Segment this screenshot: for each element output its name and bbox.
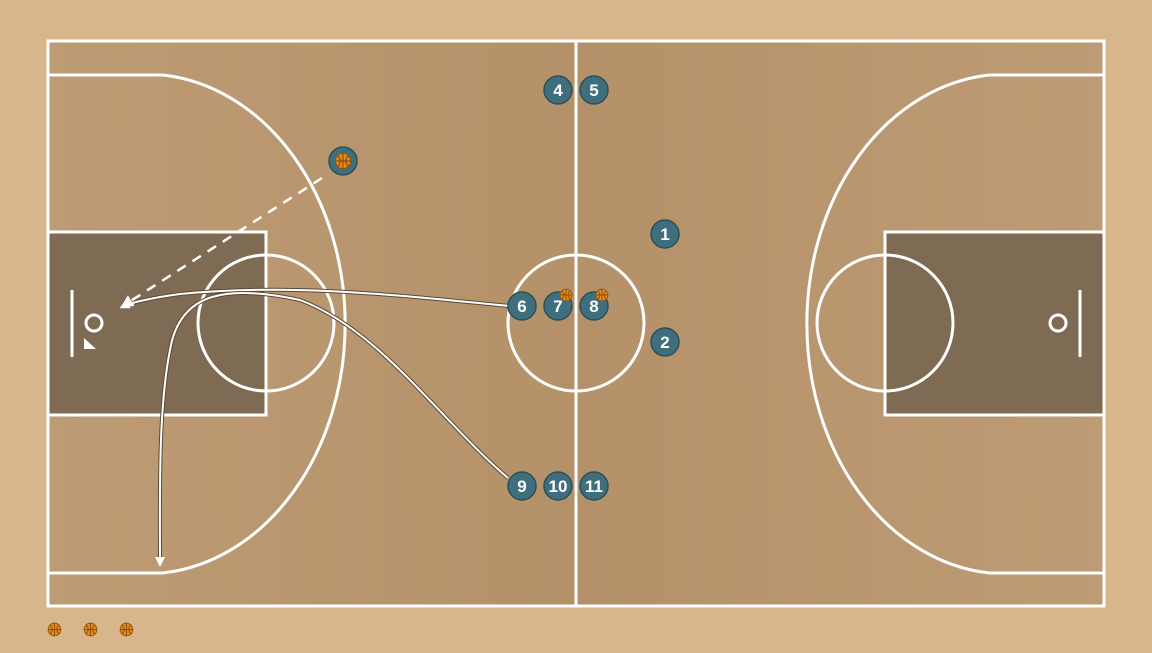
player-number: 9: [517, 477, 526, 496]
player-number: 10: [549, 477, 568, 496]
movement-paths: [119, 176, 511, 567]
player-number: 7: [553, 297, 562, 316]
basketball-icon: [334, 152, 352, 170]
player-10[interactable]: 10: [543, 471, 573, 501]
tray-basketball-icon[interactable]: [47, 622, 62, 637]
player-11[interactable]: 11: [579, 471, 609, 501]
left-key-paint: [48, 232, 266, 415]
player-number: 5: [589, 81, 598, 100]
player-marker: [543, 75, 573, 105]
player-ball-handler[interactable]: [328, 146, 358, 176]
basketball-icon: [559, 288, 573, 302]
player-7[interactable]: 7: [543, 288, 573, 321]
player-marker: [543, 471, 573, 501]
player-number: 11: [585, 477, 603, 496]
basketball-icon: [595, 288, 609, 302]
right-key-lines: [883, 230, 1106, 417]
player-marker: [507, 291, 537, 321]
player-6[interactable]: 6: [507, 291, 537, 321]
player-marker: [579, 75, 609, 105]
player-8[interactable]: 8: [579, 288, 609, 321]
player-number: 4: [553, 81, 563, 100]
player-marker: [579, 471, 609, 501]
tray-basketball-icon[interactable]: [83, 622, 98, 637]
tray-basketball-icon[interactable]: [119, 622, 134, 637]
player-number: 2: [660, 333, 669, 352]
right-free-throw-circle: [815, 253, 955, 393]
player-4[interactable]: 4: [543, 75, 573, 105]
right-rim: [1048, 313, 1068, 333]
right-three-point-line: [805, 73, 1104, 575]
player-5[interactable]: 5: [579, 75, 609, 105]
left-key-lines: [46, 230, 268, 417]
cut-path-9: [154, 291, 509, 567]
player-number: 6: [517, 297, 526, 316]
player-marker: [507, 471, 537, 501]
player-1[interactable]: 1: [650, 219, 680, 249]
pass-path-dashed: [120, 176, 323, 308]
player-number: 8: [589, 297, 598, 316]
player-marker: [650, 219, 680, 249]
triangle-marker-icon: [84, 338, 96, 349]
player-marker: [650, 327, 680, 357]
player-2[interactable]: 2: [650, 327, 680, 357]
center-circle: [506, 253, 646, 393]
dribble-path-6: [119, 288, 511, 309]
right-key-paint: [885, 232, 1104, 415]
player-9[interactable]: 9: [507, 471, 537, 501]
left-rim: [84, 313, 104, 333]
player-number: 1: [660, 225, 669, 244]
left-free-throw-circle: [196, 253, 336, 393]
players-layer: 1 2 4 5 6 7 8 9 10 11: [328, 75, 680, 501]
